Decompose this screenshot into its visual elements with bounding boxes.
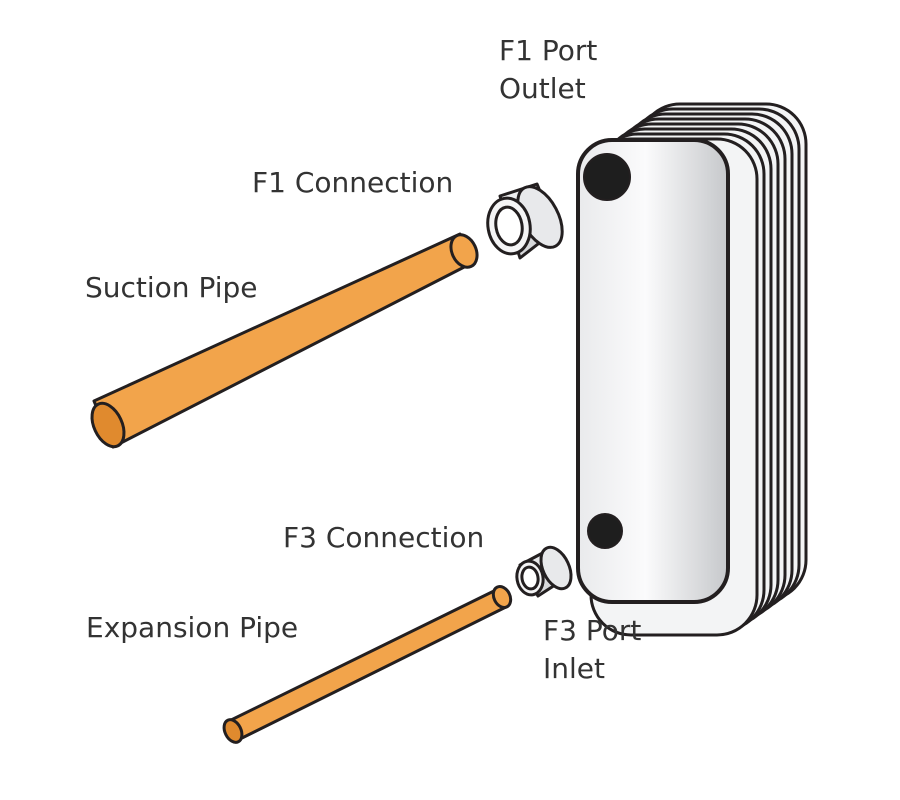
f3-connection-fitting [515, 545, 573, 598]
front-plate [576, 138, 730, 604]
f3-port-hole [587, 513, 623, 549]
f3-connection-label: F3 Connection [283, 521, 485, 554]
f1-port-hole [583, 153, 631, 201]
expansion-pipe [222, 585, 513, 744]
f1-port-label-line1: F1 Port [499, 34, 598, 67]
f1-port-label-line2: Outlet [499, 72, 586, 105]
f1-port-label: F1 Port Outlet [499, 32, 597, 108]
f3-port-label-line1: F3 Port [543, 614, 642, 647]
f3-port-label: F3 Port Inlet [543, 612, 641, 688]
suction-pipe [90, 232, 479, 449]
suction-pipe-label: Suction Pipe [85, 271, 258, 304]
f1-connection-fitting [486, 182, 564, 260]
f3-port-label-line2: Inlet [543, 652, 605, 685]
expansion-pipe-label: Expansion Pipe [86, 611, 299, 644]
f1-connection-label: F1 Connection [252, 166, 454, 199]
